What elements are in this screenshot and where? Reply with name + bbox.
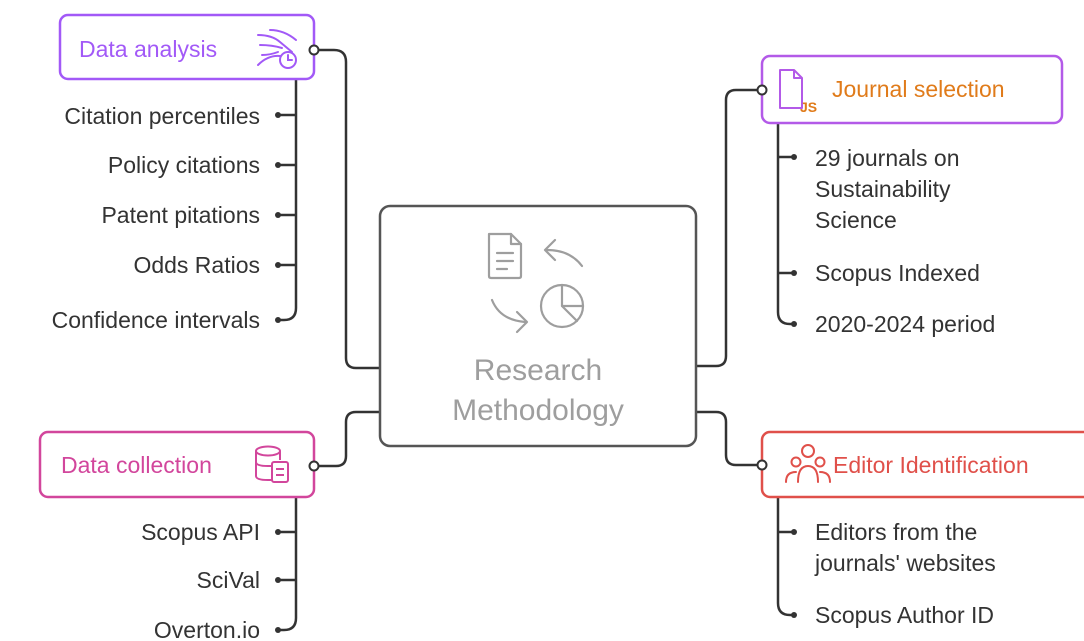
journal-selection-item-line: 2020-2024 period [815, 311, 995, 337]
data-analysis-port [308, 44, 320, 56]
data-collection-item: Overton.io [154, 617, 260, 641]
js-file-icon-label: JS [800, 99, 817, 115]
connector-journal-selection [696, 88, 762, 368]
data-collection-node[interactable]: Data collection [38, 430, 320, 499]
journal-selection-item-line: Science [815, 207, 897, 233]
journal-selection-bracket [776, 124, 796, 326]
journal-selection-item-line: Scopus Indexed [815, 260, 980, 286]
editor-identification-bullets [791, 529, 797, 618]
journal-selection-node[interactable]: JS Journal selection [756, 54, 1064, 125]
data-analysis-bullets [275, 112, 281, 323]
js-file-icon [779, 69, 803, 109]
center-node: Research Methodology [378, 204, 698, 448]
journal-selection-bullets [791, 154, 797, 327]
data-analysis-title: Data analysis [79, 36, 217, 62]
editor-identification-port [756, 459, 768, 471]
data-analysis-item: Confidence intervals [52, 307, 260, 333]
center-title-line2: Methodology [452, 394, 624, 427]
connector-data-analysis [316, 48, 380, 370]
editor-identification-node[interactable]: Editor Identification [756, 430, 1084, 499]
journal-selection-item-line: Sustainability [815, 176, 951, 202]
data-collection-bullets [275, 529, 281, 633]
journal-selection-port [756, 84, 768, 96]
data-collection-bracket [276, 498, 298, 632]
data-analysis-item: Citation percentiles [64, 103, 260, 129]
data-analysis-item: Odds Ratios [133, 252, 260, 278]
people-group-icon [785, 444, 831, 483]
center-connectors [316, 48, 762, 468]
database-document-icon [255, 445, 289, 483]
editor-identification-item-line: journals' websites [814, 550, 996, 576]
data-analysis-item: Patent pitations [101, 202, 260, 228]
journal-selection-item-line: 29 journals on [815, 145, 960, 171]
center-title-line1: Research [474, 354, 602, 387]
editor-identification-title: Editor Identification [833, 452, 1029, 478]
data-analysis-node[interactable]: Data analysis [58, 13, 320, 81]
data-collection-item: SciVal [197, 567, 261, 593]
document-chart-cycle-icon [487, 232, 585, 334]
data-collection-item: Scopus API [141, 519, 260, 545]
journal-selection-title: Journal selection [832, 76, 1005, 102]
center-box [378, 204, 698, 448]
data-flow-clock-icon [257, 29, 297, 69]
connector-editor-identification [696, 410, 762, 467]
connector-data-collection [316, 410, 380, 468]
data-analysis-item: Policy citations [108, 152, 260, 178]
editor-identification-bracket [776, 498, 796, 617]
data-collection-port [308, 460, 320, 472]
editor-identification-item-line: Scopus Author ID [815, 602, 994, 628]
editor-identification-item-line: Editors from the [815, 519, 977, 545]
data-collection-title: Data collection [61, 452, 212, 478]
